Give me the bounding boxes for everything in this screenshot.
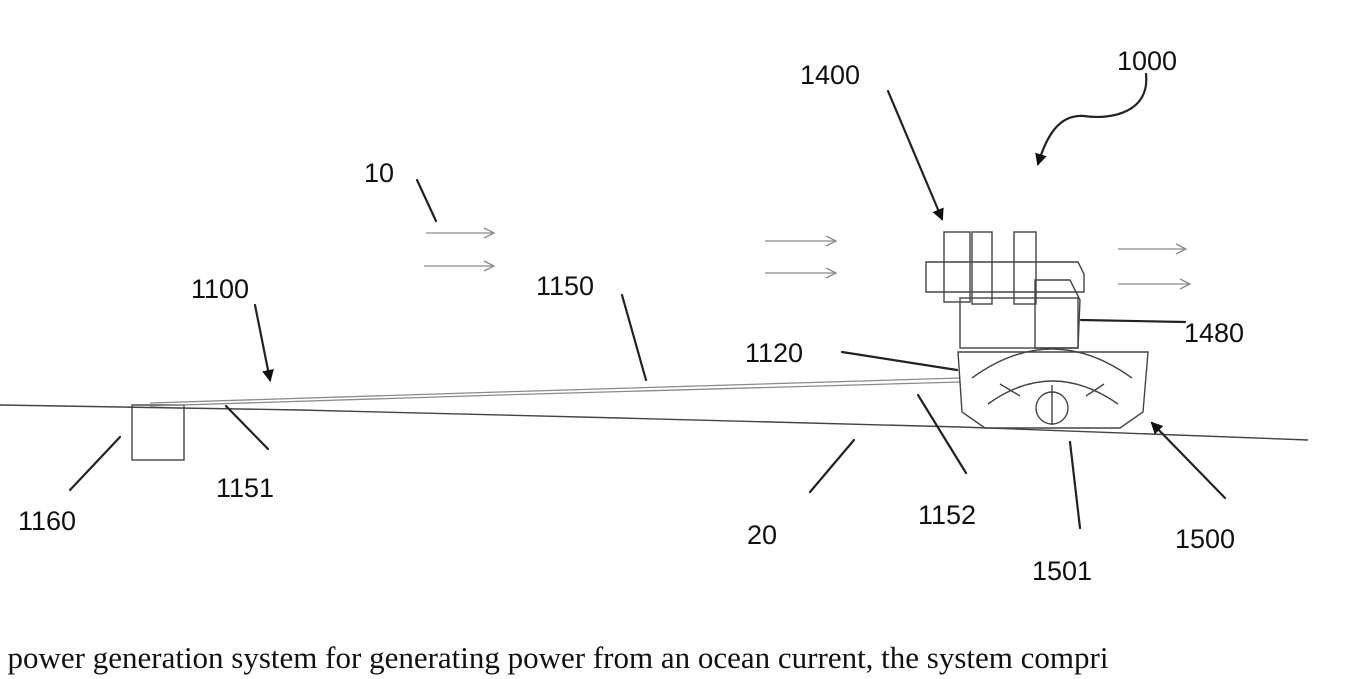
leader-1400 (888, 91, 942, 219)
ref-1480: 1480 (1184, 318, 1244, 348)
caption-text: e power generation system for generating… (0, 640, 1361, 676)
leader-10 (417, 180, 436, 221)
buoyant-base (958, 349, 1148, 428)
anchor-block (132, 405, 184, 460)
ref-1160: 1160 (18, 506, 76, 536)
leader-1120 (842, 352, 957, 370)
leader-1500 (1152, 423, 1225, 498)
leader-1151 (226, 406, 268, 449)
tether-line-lower (150, 382, 960, 406)
leader-1480 (1081, 320, 1185, 322)
leader-1160 (70, 437, 120, 490)
ref-1100: 1100 (191, 274, 249, 304)
ref-1120: 1120 (745, 338, 803, 368)
turbine-assembly (926, 232, 1084, 348)
leader-1000 (1038, 74, 1146, 164)
ref-1152: 1152 (918, 500, 976, 530)
ref-1150: 1150 (536, 271, 594, 301)
leader-20 (810, 440, 854, 492)
ref-1000: 1000 (1117, 46, 1177, 76)
ref-10: 10 (364, 158, 394, 188)
ref-1400: 1400 (800, 60, 860, 90)
ref-1151: 1151 (216, 473, 274, 503)
ref-1501: 1501 (1032, 556, 1092, 586)
leader-1152 (918, 395, 966, 473)
seabed-line (0, 405, 1308, 440)
ref-1500: 1500 (1175, 524, 1235, 554)
leader-1501 (1070, 442, 1080, 528)
tether-line (150, 378, 960, 403)
leader-1150 (622, 295, 646, 380)
ref-20: 20 (747, 520, 777, 550)
leader-1100 (255, 305, 270, 380)
